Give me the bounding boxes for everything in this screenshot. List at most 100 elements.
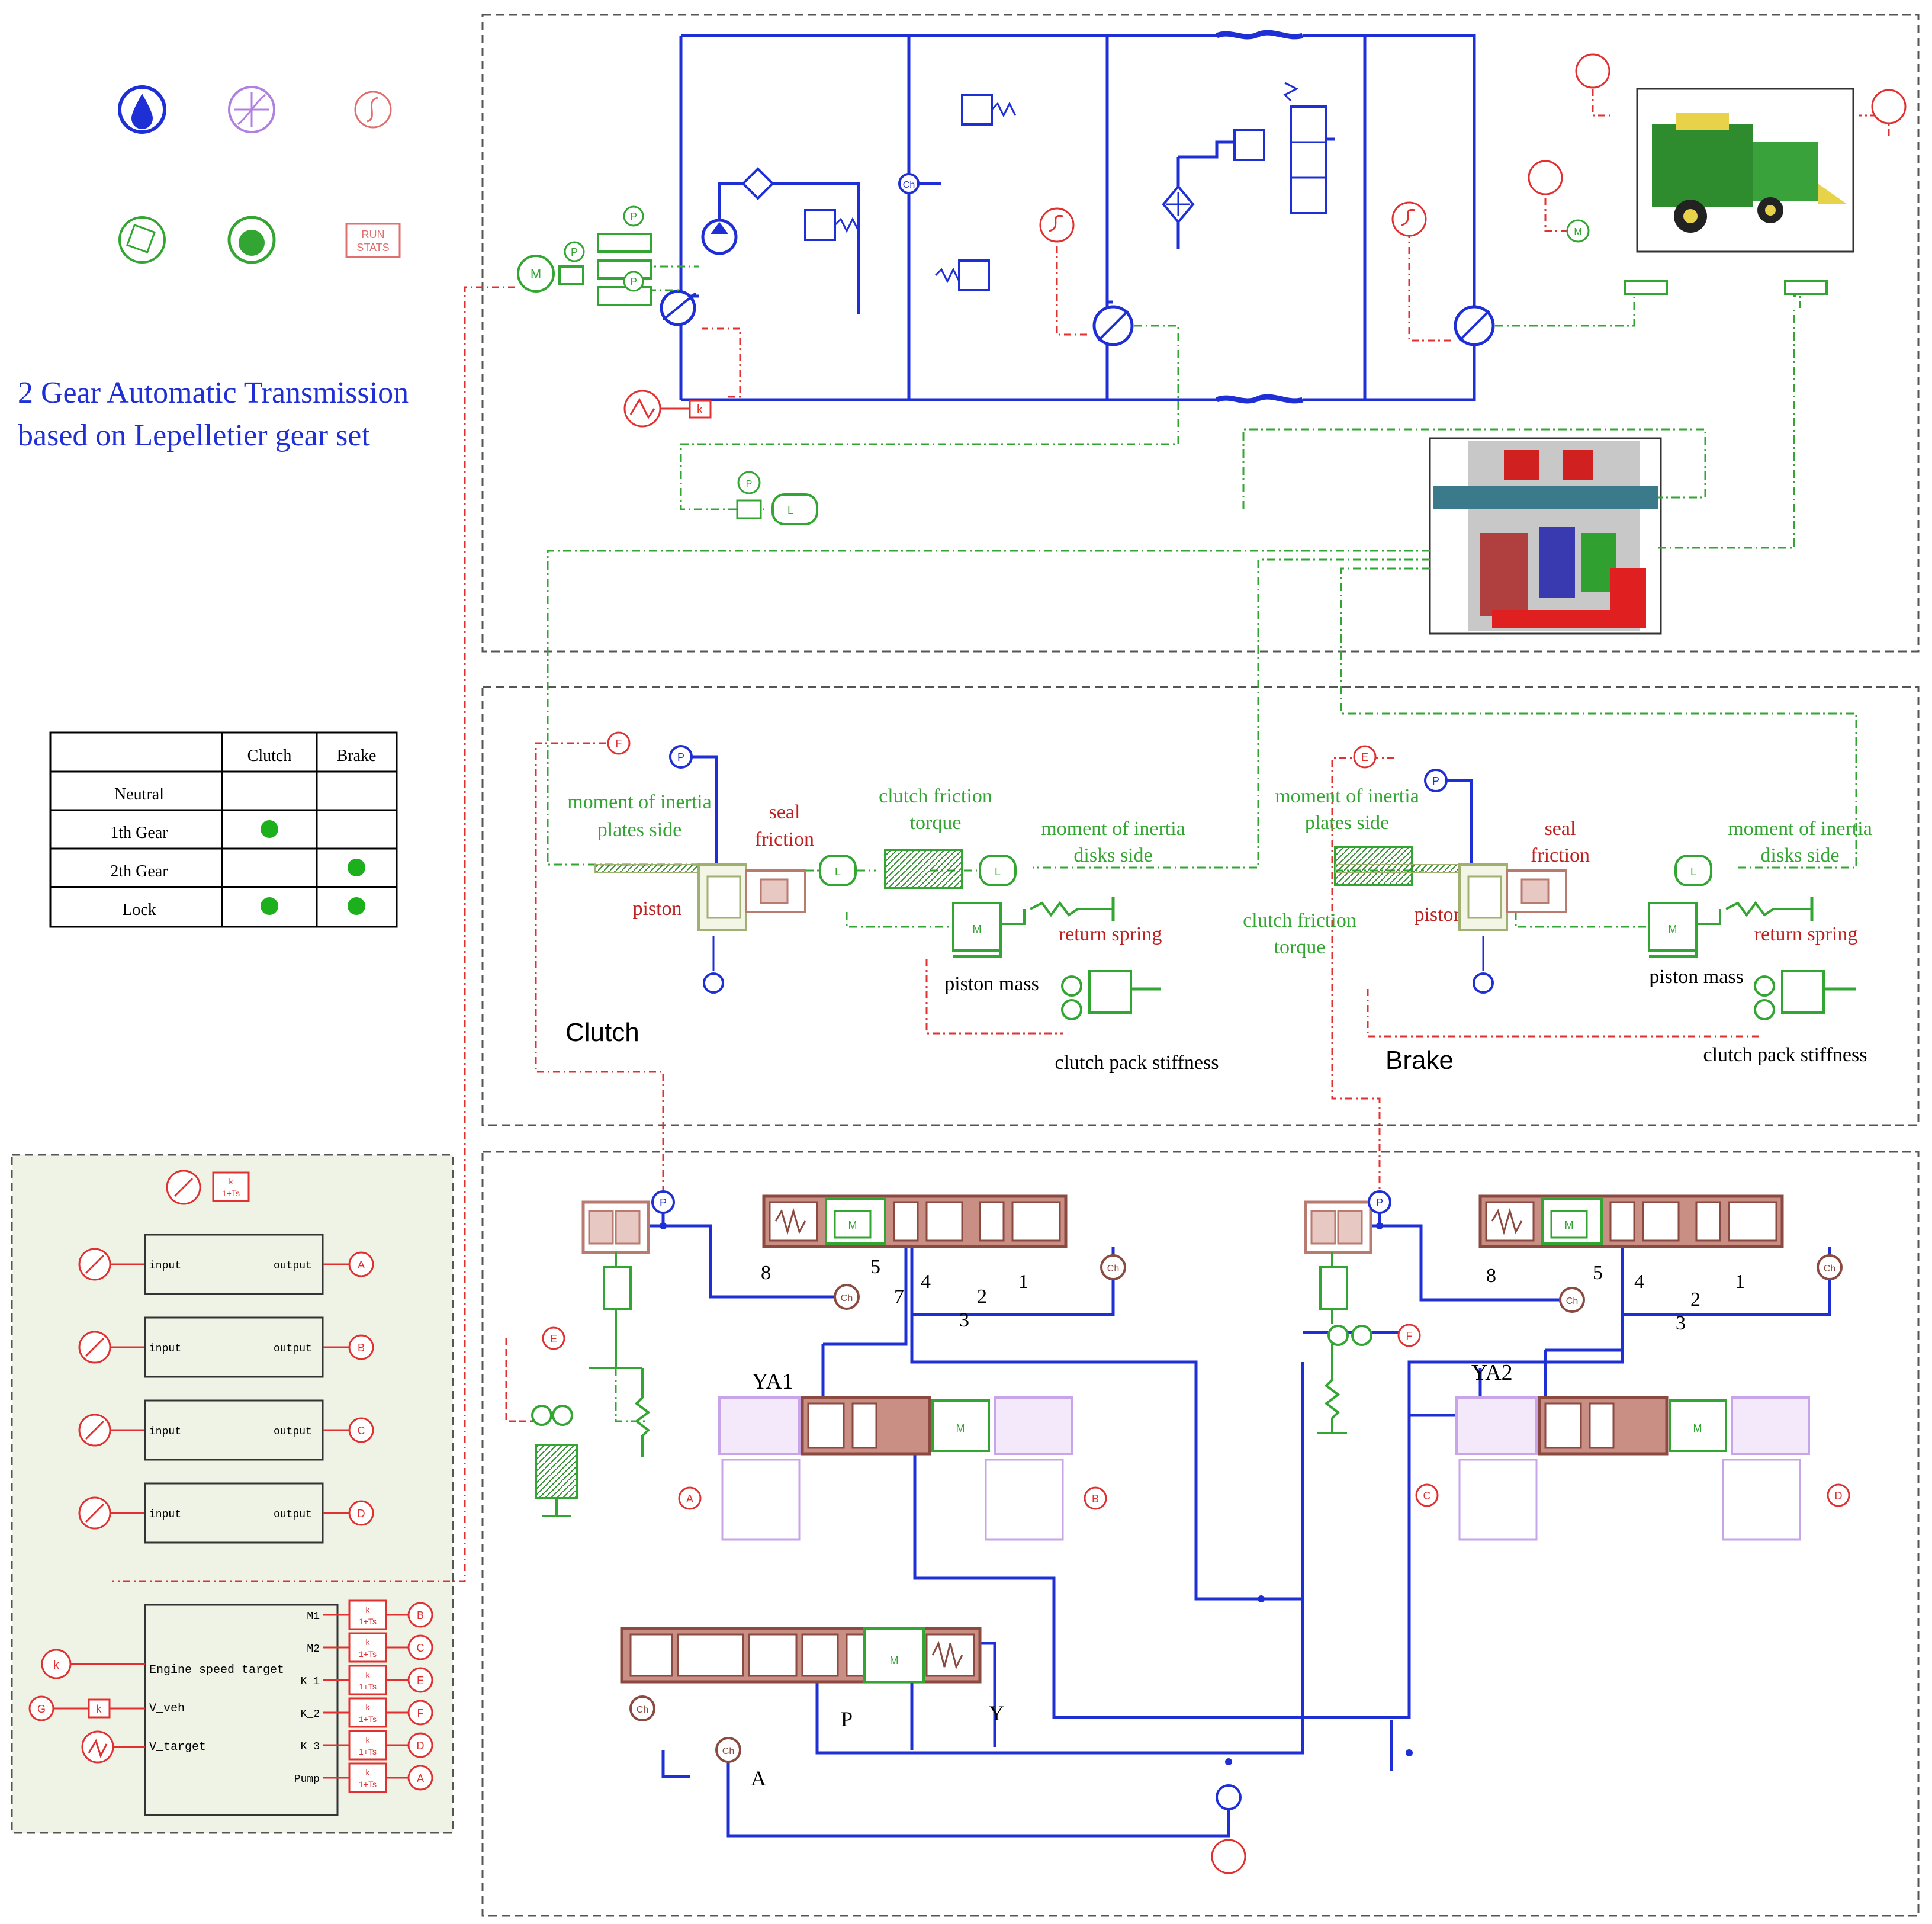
clutch-friction-torque-label-2: torque (910, 812, 962, 834)
clutch-shaft-plates[interactable] (594, 864, 714, 873)
clutch-valve-spring-stack[interactable] (531, 1405, 578, 1517)
clutch-disks-inertia[interactable]: L (979, 855, 1017, 886)
brake-accumulator[interactable] (1304, 1200, 1372, 1434)
shaft-sensor-cluster[interactable]: M P P P (517, 205, 652, 306)
brake-disks-inertia[interactable]: L (1674, 855, 1712, 886)
run-stats-icon[interactable]: RUN STATS (345, 223, 401, 258)
relief-valve[interactable] (961, 94, 1017, 126)
hydraulic-circuit (679, 30, 1476, 404)
svg-text:M: M (1693, 1422, 1702, 1434)
harvester-connectors[interactable] (1624, 280, 1828, 295)
constant-source-2[interactable] (1528, 160, 1563, 195)
svg-text:3: 3 (959, 1309, 969, 1331)
svg-text:4: 4 (1634, 1271, 1644, 1293)
clutch-plates-inertia[interactable]: L (819, 855, 857, 886)
brake-return-spring[interactable] (1725, 897, 1814, 921)
svg-text:k: k (366, 1605, 371, 1614)
main-valve-check-valves[interactable]: Ch Ch (629, 1695, 741, 1763)
brake-valve-force-source[interactable]: F (1397, 1324, 1421, 1347)
clutch-pack-spring[interactable] (1061, 970, 1161, 1020)
svg-text:k: k (366, 1703, 371, 1712)
brake-piston-mass[interactable]: M (1648, 902, 1721, 958)
clutch-valve-force-source[interactable]: E (505, 1326, 565, 1422)
brake-pack-spring[interactable] (1754, 970, 1856, 1020)
pump-speed-source[interactable]: k (623, 390, 712, 428)
brake-force-source[interactable]: E (1353, 745, 1377, 769)
brake-friction-pack[interactable] (1334, 846, 1466, 886)
svg-text:5: 5 (1593, 1262, 1603, 1284)
main-pressure-valve[interactable]: M (620, 1627, 982, 1684)
clutch-spool-valve[interactable]: M (762, 1194, 1068, 1248)
brake-check-valves[interactable]: Ch Ch (1559, 1254, 1843, 1313)
svg-text:M: M (1669, 923, 1677, 935)
magnetic-library-icon[interactable] (228, 86, 275, 133)
harvester-drive-motor[interactable]: M (1566, 219, 1590, 243)
output-port: B (417, 1610, 424, 1621)
clutch-piston-label: piston (632, 898, 681, 920)
ya1-solenoid-valve[interactable]: M (718, 1396, 1073, 1541)
diagram-title-line2: based on Lepelletier gear set (18, 419, 370, 452)
mechanical-library-icon[interactable] (227, 216, 276, 264)
clutch-piston[interactable] (697, 863, 747, 931)
filter-2[interactable] (1162, 184, 1195, 224)
filter[interactable] (741, 167, 774, 200)
signal-library-icon[interactable] (354, 91, 392, 129)
signal-source-1[interactable] (1039, 207, 1075, 243)
constant-source-1[interactable] (1575, 53, 1610, 89)
svg-text:k: k (366, 1670, 371, 1679)
hydraulic-motor-2[interactable] (1454, 305, 1495, 346)
svg-text:k: k (366, 1768, 371, 1777)
clutch-valve-pressure-port[interactable]: P (651, 1190, 675, 1214)
line-pressure-sensor[interactable] (1211, 1784, 1246, 1874)
relief-valve-3[interactable] (934, 259, 990, 291)
shift-controller-block[interactable]: Engine_speed_target V_veh V_target (144, 1604, 339, 1816)
pump-inertia[interactable]: P L (736, 471, 818, 525)
brake-pressure-port[interactable]: P (1424, 769, 1448, 792)
svg-text:1+Ts: 1+Ts (359, 1617, 377, 1626)
ya-signal-ports[interactable]: A B C D (678, 1483, 1850, 1510)
clutch-accumulator[interactable] (581, 1200, 651, 1457)
brake-piston[interactable] (1458, 863, 1508, 931)
clutch-return-spring[interactable] (1030, 897, 1115, 921)
planetary-library-icon[interactable] (118, 216, 166, 264)
clutch-piston-mass[interactable]: M (952, 902, 1026, 958)
brake-seal-friction[interactable] (1506, 869, 1567, 913)
clutch-seal-friction[interactable] (745, 869, 806, 913)
constant-source-3[interactable] (1871, 89, 1907, 124)
controller-input-sources[interactable]: k G k (28, 1649, 145, 1764)
clutch-friction-pack[interactable] (884, 849, 963, 889)
hydraulic-pump[interactable] (701, 219, 738, 255)
ya1-label: YA1 (752, 1369, 793, 1394)
hydraulic-motor-1[interactable] (1092, 305, 1134, 346)
clutch-subsystem: moment of inertia plates side seal frict… (565, 731, 1219, 1074)
directional-valve[interactable] (1283, 82, 1327, 214)
svg-text:M: M (848, 1219, 857, 1231)
gearset-cutaway-image (1429, 437, 1662, 635)
signal-source-2[interactable] (1391, 201, 1427, 237)
variable-pump[interactable] (660, 290, 697, 326)
brake-subsystem: moment of inertia plates side seal frict… (1243, 745, 1872, 1075)
clutch-force-source[interactable]: F (607, 731, 631, 755)
controller-top-source[interactable]: k 1+Ts (166, 1170, 250, 1205)
brake-valve-pressure-port[interactable]: P (1368, 1190, 1391, 1214)
brake-spool-valve[interactable]: M (1478, 1194, 1784, 1248)
clutch-pressure-port[interactable]: P (669, 745, 693, 769)
ya2-solenoid-valve[interactable]: M (1455, 1396, 1810, 1541)
pressure-reducing-valve[interactable] (1233, 129, 1265, 161)
relief-valve-2[interactable] (804, 209, 860, 241)
hydraulic-library-icon[interactable] (118, 85, 166, 134)
check-valve[interactable]: Ch (898, 173, 920, 194)
clutch-check-valves[interactable]: Ch Ch (834, 1254, 1126, 1310)
clutch-section-title: Clutch (565, 1018, 639, 1047)
